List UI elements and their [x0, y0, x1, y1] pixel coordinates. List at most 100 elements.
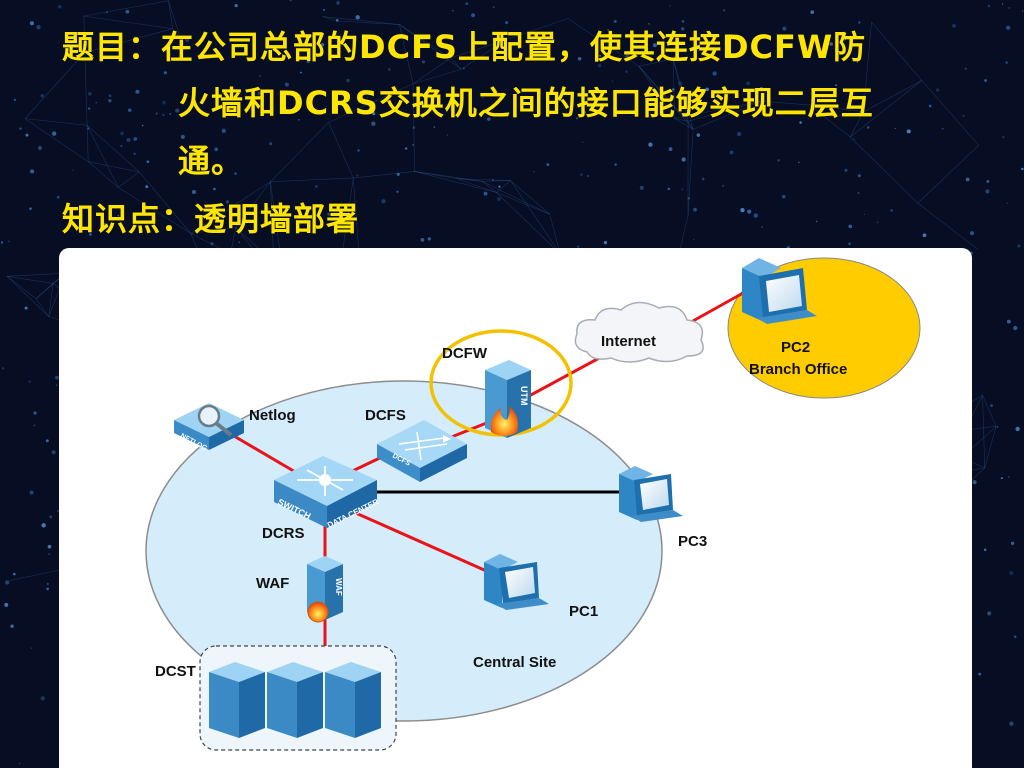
bg-dot	[723, 9, 726, 12]
bg-link	[6, 276, 37, 299]
netlog-label: Netlog	[249, 407, 296, 424]
bg-dot	[815, 220, 818, 223]
question-line-2: 火墙和DCRS交换机之间的接口能够实现二层互	[178, 84, 874, 122]
bg-link	[399, 24, 414, 84]
bg-dot	[1, 367, 5, 370]
bg-dot	[28, 380, 31, 383]
utm-text: UTM	[519, 386, 529, 406]
bg-link	[672, 58, 694, 130]
bg-dot	[387, 68, 391, 71]
bg-dot	[1017, 244, 1021, 248]
bg-dot	[299, 94, 301, 96]
bg-dot	[83, 43, 88, 48]
bg-dot	[970, 231, 975, 236]
bg-dot	[712, 71, 717, 76]
bg-dot	[857, 192, 860, 195]
bg-dot	[126, 137, 131, 143]
bg-dot	[1006, 319, 1011, 324]
bg-dot	[729, 150, 734, 155]
bg-dot	[298, 118, 300, 121]
dcst-server-2-icon	[267, 662, 323, 738]
bg-dot	[306, 60, 310, 64]
bg-dot	[89, 233, 92, 236]
waf-icon-text: WAF	[334, 578, 343, 596]
bg-dot	[848, 242, 851, 246]
bg-dot	[0, 241, 3, 244]
bg-dot	[857, 174, 861, 178]
bg-dot	[1015, 426, 1020, 432]
bg-link	[674, 118, 689, 122]
bg-dot	[672, 88, 675, 91]
bg-link	[8, 569, 63, 582]
bg-dot	[13, 572, 16, 576]
bg-dot	[1006, 25, 1011, 30]
bg-dot	[1009, 571, 1014, 576]
bg-dot	[266, 207, 269, 210]
bg-dot	[13, 98, 17, 101]
central-site-label: Central Site	[473, 654, 556, 671]
bg-dot	[120, 144, 123, 148]
dcrs-label: DCRS	[262, 525, 305, 542]
bg-dot	[681, 20, 685, 23]
bg-dot	[33, 411, 37, 415]
bg-link	[688, 100, 761, 122]
bg-dot	[935, 88, 940, 92]
bg-link	[24, 118, 88, 126]
bg-dot	[866, 126, 870, 129]
bg-dot	[7, 240, 10, 243]
bg-dot	[412, 144, 414, 146]
bg-dot	[336, 1, 340, 5]
bg-dot	[1010, 541, 1015, 545]
bg-dot	[496, 197, 501, 201]
bg-link	[456, 178, 497, 193]
bg-dot	[30, 169, 35, 174]
bg-dot	[155, 112, 158, 115]
bg-link	[88, 161, 140, 173]
bg-dot	[648, 142, 653, 147]
bg-link	[638, 66, 689, 122]
bg-dot	[180, 134, 185, 139]
bg-dot	[614, 163, 617, 166]
bg-dot	[1008, 476, 1010, 478]
bg-link	[83, 0, 169, 17]
bg-dot	[1013, 325, 1018, 331]
bg-dot	[371, 121, 376, 126]
bg-dot	[492, 6, 495, 9]
bg-dot	[856, 61, 859, 63]
bg-link	[24, 52, 86, 119]
bg-link	[83, 16, 86, 53]
bg-dot	[87, 107, 91, 110]
bg-dot	[56, 195, 60, 199]
bg-dot	[335, 19, 339, 22]
bg-dot	[586, 174, 590, 178]
bg-link	[809, 104, 851, 138]
bg-dot	[798, 161, 800, 164]
bg-link	[412, 57, 451, 84]
pc3-icon	[619, 466, 683, 522]
bg-dot	[645, 95, 647, 97]
bg-link	[638, 66, 694, 130]
bg-dot	[736, 131, 742, 137]
bg-dot	[782, 194, 786, 199]
internet-cloud-icon: Internet	[574, 301, 704, 363]
bg-dot	[162, 100, 166, 105]
bg-dot	[210, 242, 214, 246]
bg-dot	[214, 147, 219, 152]
netlog-icon: NETLOG	[174, 403, 244, 453]
bg-dot	[146, 160, 150, 164]
bg-link	[917, 202, 979, 250]
bg-dot	[412, 126, 416, 129]
bg-dot	[722, 184, 725, 187]
bg-dot	[598, 64, 602, 68]
bg-dot	[221, 128, 226, 133]
bg-dot	[446, 134, 449, 136]
bg-dot	[48, 553, 50, 555]
bg-dot	[314, 49, 317, 52]
bg-link	[168, 0, 181, 39]
bg-dot	[760, 225, 764, 229]
knowledge-point: 知识点：透明墙部署	[62, 200, 360, 238]
bg-dot	[611, 80, 614, 82]
bg-dot	[669, 5, 671, 7]
bg-dot	[191, 189, 197, 195]
pc3-label: PC3	[678, 533, 707, 550]
